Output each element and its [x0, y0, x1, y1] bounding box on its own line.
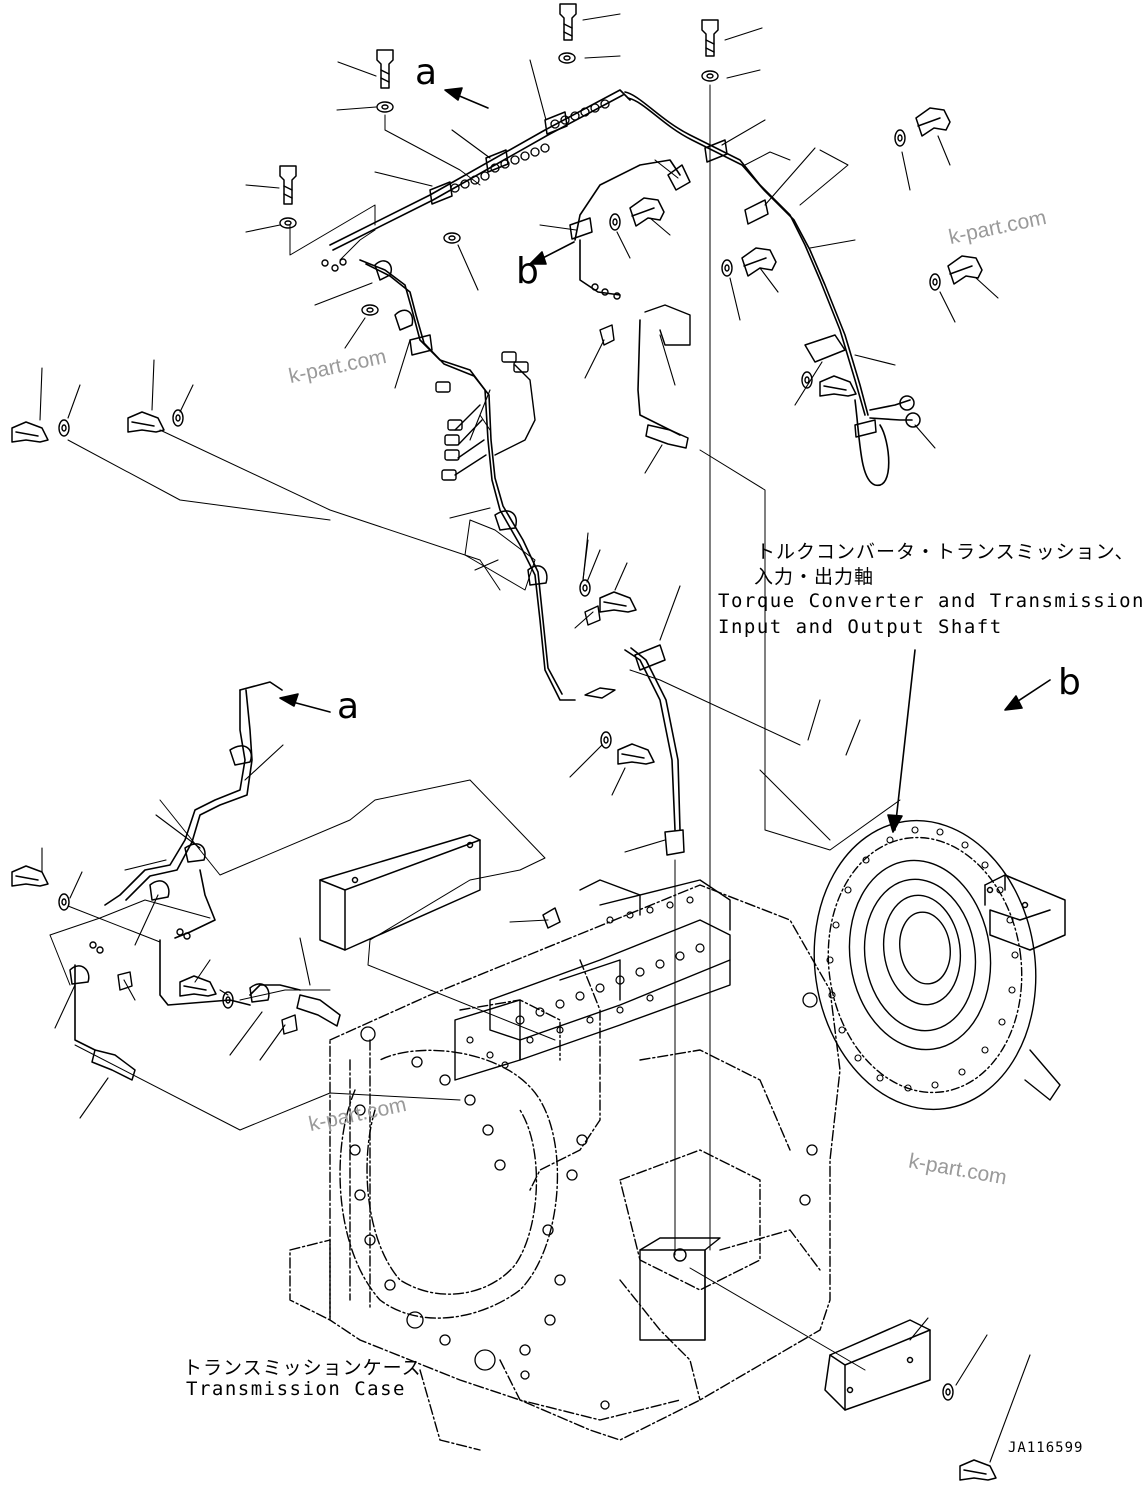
assembly-lines — [49, 84, 901, 1371]
hose-lines — [74, 89, 913, 1051]
sensors — [91, 395, 921, 1081]
transmission-case-label-jp: トランスミッションケース — [183, 1357, 422, 1379]
control-valve — [454, 879, 731, 1341]
drawing-code: JA116599 — [1008, 1440, 1084, 1456]
torque-converter-label-en-2: Input and Output Shaft — [718, 616, 1003, 638]
case-bolt-holes — [349, 992, 818, 1410]
bracket-angle — [319, 834, 481, 951]
washers — [58, 52, 954, 1401]
transmission-case-label-en: Transmission Case — [186, 1378, 406, 1400]
callout-b-center: b — [516, 251, 539, 292]
flange-bolt-holes — [826, 826, 1019, 1092]
harness-connectors — [89, 258, 621, 954]
callout-a-left: a — [337, 686, 360, 727]
output-flange — [813, 819, 1061, 1111]
torque-converter-label-jp-2: 入力・出力軸 — [754, 566, 875, 588]
valve-port-holes — [466, 896, 705, 1069]
torque-converter-label-en-1: Torque Converter and Transmission, — [718, 590, 1145, 612]
bracket-bottom — [824, 1319, 931, 1411]
leader-lines — [39, 13, 1031, 1463]
callout-arrows — [279, 87, 1051, 833]
bracket-b — [984, 874, 1066, 951]
bolts — [11, 3, 997, 1481]
callout-a-top: a — [415, 52, 438, 93]
clips — [117, 304, 691, 1035]
callout-b-right: b — [1058, 662, 1081, 703]
hose-clamps — [69, 111, 877, 1003]
torque-converter-label-jp-1: トルクコンバータ・トランスミッション、 — [756, 541, 1135, 563]
